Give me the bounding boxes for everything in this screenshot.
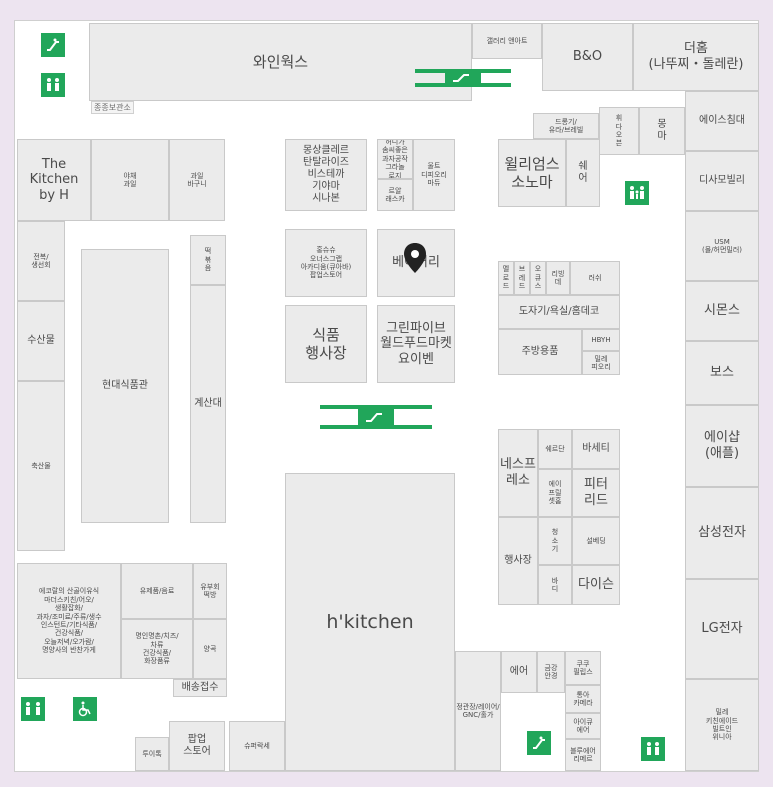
store-cash-register[interactable]: 계산대 xyxy=(190,285,226,523)
store-fresh-fish[interactable]: 전복/ 생선회 xyxy=(17,221,65,301)
store-eco[interactable]: 에코랄의 산골이유식 마더스키친/어오/ 생활잡화/ 과자/조미료/주류/생수 … xyxy=(17,563,121,679)
store-hbyh[interactable]: HBYH xyxy=(582,329,620,351)
store-lush[interactable]: 러쉬 xyxy=(570,261,620,295)
store-cuckoo[interactable]: 쿠쿠 필립스 xyxy=(565,651,601,685)
store-milly-right[interactable]: 밀레 키친에이드 빌트인 위니아 xyxy=(685,679,759,771)
store-aprilsh[interactable]: 에이 프릴 셋홈 xyxy=(538,469,572,517)
store-corner-small[interactable]: 허니가 솜씨좋은 과자공작 그라놀 로지 xyxy=(377,139,413,179)
store-dromgi[interactable]: 드롱기/ 유라/브레빌 xyxy=(533,113,599,139)
store-handel[interactable]: 휘 다 오 븐 xyxy=(599,107,639,155)
store-monsable[interactable]: 몽상클레르 탄탈라이즈 비스테까 기야마 시나본 xyxy=(285,139,367,211)
store-ace-bed[interactable]: 에이스침대 xyxy=(685,91,759,151)
store-dyson[interactable]: 다이슨 xyxy=(572,565,620,605)
store-gnc[interactable]: 정관장/레이어/ GNC/홀가 xyxy=(455,651,501,771)
store-milly[interactable]: 밀레 피오리 xyxy=(582,351,620,375)
store-event-hall[interactable]: 행사장 xyxy=(498,517,538,605)
store-food-event[interactable]: 식품 행사장 xyxy=(285,305,367,383)
store-grain[interactable]: 양곡 xyxy=(193,619,227,679)
store-hongsushi[interactable]: 홍슈슈 오너스그랩 아카디움(큐아바) 팝업스토어 xyxy=(285,229,367,297)
store-health[interactable]: 금강 안경 xyxy=(537,651,565,693)
store-vegetables[interactable]: 야채 과일 xyxy=(91,139,169,221)
store-wine-works[interactable]: 와인웍스 xyxy=(89,23,472,101)
store-gallery-and-art[interactable]: 갤러리 앤아트 xyxy=(472,23,542,59)
store-bulu[interactable]: 블루에어 리메르 xyxy=(565,739,601,771)
store-the-kitchen[interactable]: The Kitchen by H xyxy=(17,139,91,221)
store-tonga[interactable]: 통아 카메라 xyxy=(565,685,601,713)
family-restroom-icon[interactable] xyxy=(21,697,45,721)
store-desmobile[interactable]: 디사모빌리 xyxy=(685,151,759,211)
store-delivery[interactable]: 배송접수 xyxy=(173,679,227,697)
store-green-five[interactable]: 그린파이브 월드푸드마켓 요이벤 xyxy=(377,305,455,383)
store-meat[interactable]: 축산물 xyxy=(17,381,65,551)
wheelchair-icon[interactable] xyxy=(73,697,97,721)
store-kitchenware[interactable]: 주방용품 xyxy=(498,329,582,375)
restroom-icon[interactable] xyxy=(641,737,665,761)
store-yujepum[interactable]: 유제품/음료 xyxy=(121,563,193,619)
store-toys[interactable]: 투이톡 xyxy=(135,737,169,771)
store-dojagi[interactable]: 도자기/욕실/홈데코 xyxy=(498,295,620,329)
store-yubu[interactable]: 유부회 떡방 xyxy=(193,563,227,619)
family-restroom-icon[interactable] xyxy=(625,181,649,205)
store-moel[interactable]: 몽 마 xyxy=(639,107,685,155)
store-popup[interactable]: 팝업 스토어 xyxy=(169,721,225,771)
store-sherodan[interactable]: 쉐르단 xyxy=(538,429,572,469)
escalator-top xyxy=(415,67,511,89)
store-dehome[interactable]: 더홈 (나뚜찌・돌레란) xyxy=(633,23,759,91)
store-usm[interactable]: USM (몰/허먼밀러) xyxy=(685,211,759,281)
store-shoppers[interactable]: 쉐 어 xyxy=(566,139,600,207)
store-rice-cake[interactable]: 떡 볶 음 xyxy=(190,235,226,285)
store-hkitchen[interactable]: h'kitchen xyxy=(285,473,455,771)
store-bose[interactable]: 보스 xyxy=(685,341,759,405)
store-hyundai-food[interactable]: 현대식품관 xyxy=(81,249,169,523)
store-bno[interactable]: B&O xyxy=(542,23,633,91)
escalator-middle xyxy=(320,401,432,433)
store-wits[interactable]: 울트 디피오리 마듀 xyxy=(413,139,455,211)
store-bodum[interactable]: 바 디 xyxy=(538,565,572,605)
store-vacuum[interactable]: 청 소 기 xyxy=(538,517,572,565)
store-bamix[interactable]: 바세티 xyxy=(572,429,620,469)
store-simmons[interactable]: 시몬스 xyxy=(685,281,759,341)
location-pin-icon xyxy=(403,243,427,273)
store-williams-sonoma[interactable]: 윌리엄스 소노마 xyxy=(498,139,566,207)
store-aishar[interactable]: 에이샵 (애플) xyxy=(685,405,759,487)
store-seafood[interactable]: 수산물 xyxy=(17,301,65,381)
escalator-icon[interactable] xyxy=(41,33,65,57)
store-ceramics-small3[interactable]: 오 큐 스 xyxy=(530,261,546,295)
store-ceramics-small2[interactable]: 브 레 드 xyxy=(514,261,530,295)
restroom-icon[interactable] xyxy=(41,73,65,97)
store-ceramics-small4[interactable]: 리빙 데 xyxy=(546,261,570,295)
floor-map: 와인웍스 갤러리 앤아트 B&O 더홈 (나뚜찌・돌레란) 종종보관소 드롱기/… xyxy=(14,20,759,772)
store-nespresso[interactable]: 네스프레소 xyxy=(498,429,538,517)
escalator-icon[interactable] xyxy=(527,731,551,755)
store-aicue[interactable]: 아이큐 에어 xyxy=(565,713,601,739)
store-aer[interactable]: 에어 xyxy=(501,651,537,693)
store-supermarket[interactable]: 슈퍼락세 xyxy=(229,721,285,771)
store-samsung[interactable]: 삼성전자 xyxy=(685,487,759,579)
store-roamakers[interactable]: 르알 래스카 xyxy=(377,179,413,211)
store-cleaning[interactable]: 설베딩 xyxy=(572,517,620,565)
store-fruit-basket[interactable]: 과일 바구니 xyxy=(169,139,225,221)
store-ceramics-small[interactable]: 멜 로 드 xyxy=(498,261,514,295)
store-myeongin[interactable]: 명인명촌/치즈/ 차류 건강식품/ 화장품류 xyxy=(121,619,193,679)
store-customer-lounge: 종종보관소 xyxy=(91,101,134,114)
store-lgc[interactable]: LG전자 xyxy=(685,579,759,679)
store-peter[interactable]: 피터 리드 xyxy=(572,469,620,517)
